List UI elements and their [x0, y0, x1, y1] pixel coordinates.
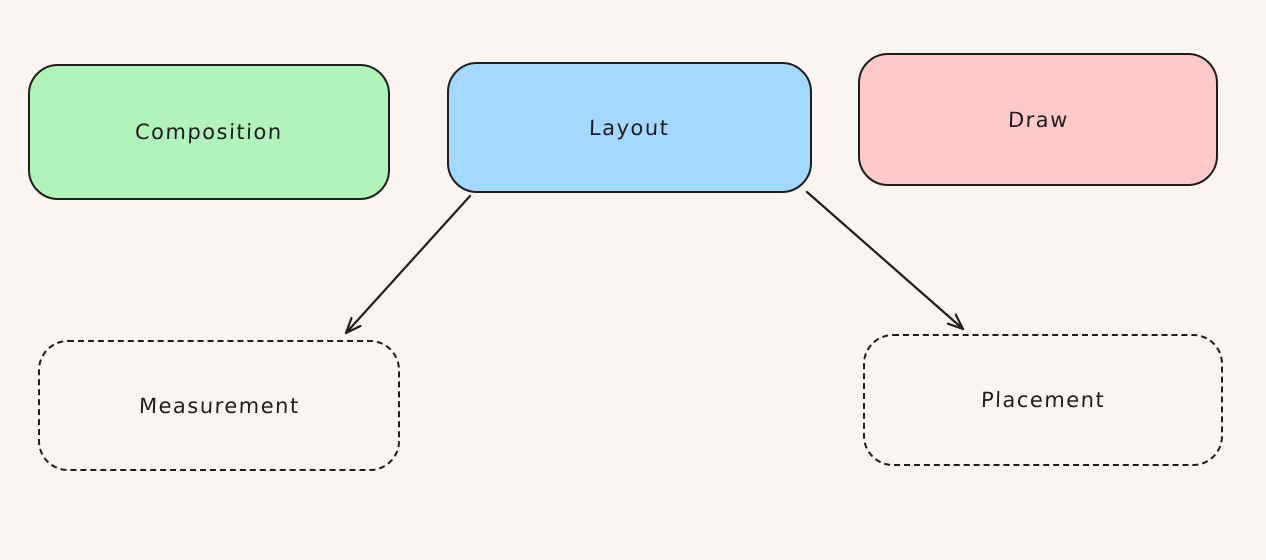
node-draw: Draw — [858, 53, 1218, 186]
node-measurement: Measurement — [38, 340, 400, 471]
node-placement: Placement — [863, 334, 1223, 466]
node-draw-label: Draw — [1007, 107, 1069, 132]
node-layout: Layout — [447, 62, 812, 193]
arrow-layout-to-placement — [805, 190, 965, 331]
node-measurement-label: Measurement — [138, 393, 300, 418]
node-placement-label: Placement — [980, 388, 1106, 412]
arrow-layout-to-measurement — [344, 194, 472, 335]
node-composition-label: Composition — [134, 120, 284, 144]
node-layout-label: Layout — [588, 115, 671, 140]
node-composition: Composition — [28, 64, 390, 200]
